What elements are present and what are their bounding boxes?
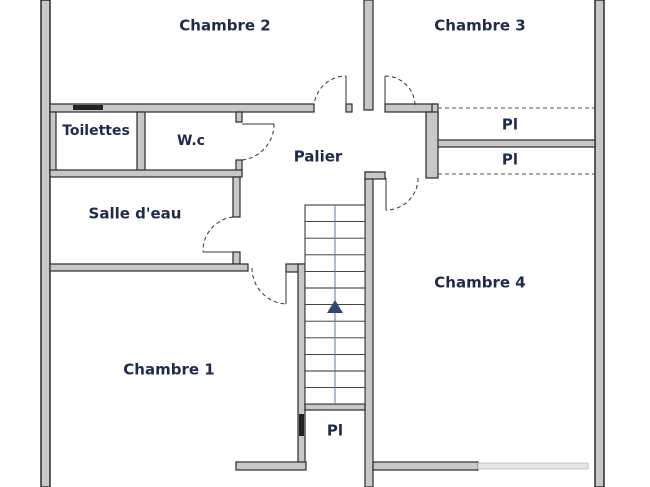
wall-ch2-ch3 xyxy=(363,0,374,111)
wall-stair-right xyxy=(364,171,374,487)
room-label-chambre-1: Chambre 1 xyxy=(123,360,215,379)
exterior-walls xyxy=(40,0,605,487)
wall-pl-divider xyxy=(431,139,596,148)
wall-right xyxy=(594,0,605,487)
door-swings xyxy=(202,75,419,305)
wall-left xyxy=(40,0,51,487)
door-chambre2 xyxy=(313,75,347,109)
wall-bottom-left xyxy=(235,461,307,471)
wall-ch2-bottom-right xyxy=(345,103,353,113)
door-chambre1 xyxy=(251,267,287,305)
room-label-placard-bottom: Pl xyxy=(326,421,344,440)
interior-walls xyxy=(49,0,596,487)
wall-palier-right xyxy=(425,111,439,179)
wall-bottom-right xyxy=(372,461,479,471)
door-salle-eau xyxy=(202,216,234,253)
door-chambre3 xyxy=(384,75,416,109)
room-label-placard-mid: Pl xyxy=(501,150,519,169)
room-label-placard-top: Pl xyxy=(501,115,519,134)
room-label-palier: Palier xyxy=(293,147,343,166)
wall-wc-right xyxy=(235,111,243,123)
wall-ch3-bottom xyxy=(384,103,436,113)
window-mark-bottom xyxy=(477,462,589,470)
door-chambre4 xyxy=(385,177,419,211)
wall-toilettes-bottom xyxy=(49,169,243,178)
room-label-wc: W.c xyxy=(177,133,205,149)
window-mark-stair xyxy=(299,414,304,436)
wall-stair-top-right xyxy=(364,171,386,180)
staircase xyxy=(304,204,366,405)
wall-pl-bottom-top xyxy=(304,403,366,411)
stair-arrow-icon xyxy=(327,300,343,313)
room-label-chambre-4: Chambre 4 xyxy=(434,273,526,292)
wall-toilettes-left xyxy=(49,111,57,173)
wall-toilettes-right xyxy=(136,111,146,173)
room-label-salle-eau: Salle d'eau xyxy=(88,204,182,223)
room-label-chambre-3: Chambre 3 xyxy=(434,16,526,35)
wall-se-right-bottom xyxy=(232,251,241,265)
room-label-toilettes: Toilettes xyxy=(62,123,130,139)
window-mark-top xyxy=(73,105,103,110)
placard-dashes xyxy=(438,107,595,175)
door-wc xyxy=(241,123,275,161)
wall-se-bottom xyxy=(49,263,249,272)
room-label-chambre-2: Chambre 2 xyxy=(179,16,271,35)
wall-se-right-top xyxy=(232,176,241,218)
